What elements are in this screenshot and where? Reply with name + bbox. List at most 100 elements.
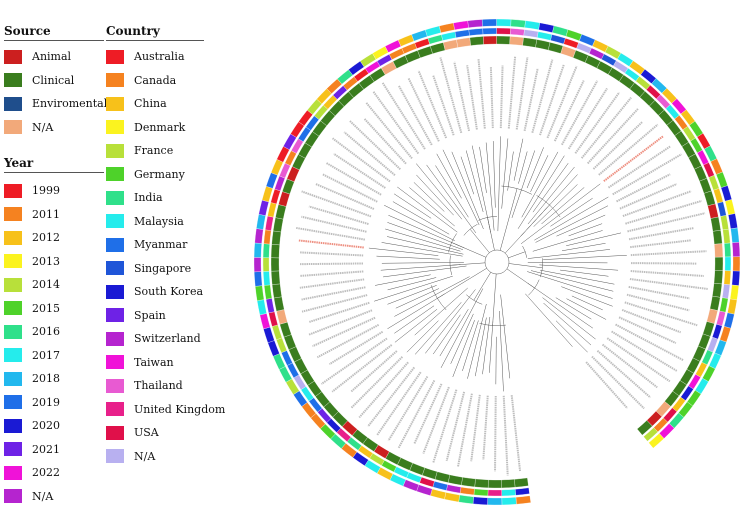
tip-branch — [416, 174, 454, 216]
tip-label-glyphs — [546, 65, 578, 139]
legend-swatch — [4, 230, 22, 245]
tip-branch — [375, 274, 431, 286]
legend-country-item: Germany — [106, 163, 225, 187]
source-ring-segment — [461, 477, 476, 488]
tip-branch — [542, 297, 596, 340]
tip-branch — [426, 164, 477, 234]
legend-label: France — [134, 144, 174, 158]
tip-label-glyphs — [489, 66, 494, 129]
tip-label-glyphs — [299, 278, 365, 289]
tip-branch — [380, 264, 461, 271]
tip-label-glyphs — [445, 391, 466, 462]
tip-label-glyphs — [591, 355, 645, 410]
legend-swatch — [106, 214, 124, 229]
legend-label: 1999 — [32, 184, 60, 198]
legend-swatch — [106, 96, 124, 111]
legend-swatch — [106, 167, 124, 182]
source-ring-segment — [275, 204, 287, 220]
country-ring-segment — [501, 489, 516, 497]
country-ring-segment — [719, 297, 729, 313]
internal-branch — [451, 242, 487, 258]
legend-label: 2011 — [32, 207, 60, 221]
source-ring-segment — [279, 321, 292, 338]
legend-swatch — [106, 284, 124, 299]
year-ring-segment — [524, 20, 541, 30]
tip-branch — [566, 298, 607, 320]
year-ring-segment — [552, 25, 569, 37]
tip-label-glyphs — [567, 87, 608, 150]
tip-branch — [392, 201, 450, 235]
tip-branch — [527, 249, 610, 259]
year-ring-segment — [728, 213, 738, 229]
legend-label: Canada — [134, 73, 177, 87]
tip-label-glyphs — [308, 205, 369, 225]
source-ring-segment — [706, 308, 718, 324]
country-ring-segment — [496, 27, 511, 35]
year-ring-segment — [719, 326, 731, 343]
tip-branch — [465, 150, 484, 213]
source-ring-segment — [713, 270, 723, 285]
year-ring-segment — [731, 270, 740, 286]
year-ring-segment — [254, 271, 263, 287]
tip-branch — [406, 320, 439, 353]
source-ring-segment — [712, 283, 723, 298]
year-ring-segment — [538, 22, 555, 33]
tip-label-glyphs — [397, 379, 436, 449]
legend-swatch — [106, 237, 124, 252]
internal-branch — [492, 273, 497, 326]
legend-label: 2012 — [32, 231, 60, 245]
legend-source-title: Source — [4, 24, 104, 41]
legend-country-item: France — [106, 139, 225, 163]
tip-label-glyphs — [300, 270, 364, 277]
legend-swatch — [4, 73, 22, 88]
legend-year-item: 2012 — [4, 226, 104, 250]
year-ring-segment — [255, 285, 265, 301]
tip-label-glyphs — [397, 84, 433, 146]
clade-arc — [463, 224, 478, 236]
tip-label-glyphs — [301, 190, 372, 218]
legend-swatch — [4, 348, 22, 363]
tip-label-glyphs — [320, 337, 388, 385]
source-ring-segment — [712, 230, 723, 245]
tip-branch — [533, 184, 578, 227]
tip-branch — [539, 264, 619, 271]
legend-label: N/A — [134, 449, 156, 463]
tip-label-glyphs — [376, 371, 422, 436]
tip-branch — [479, 146, 487, 193]
tip-branch — [540, 269, 615, 285]
tip-branch — [550, 197, 593, 227]
tip-branch — [439, 309, 469, 357]
legend-swatch — [106, 402, 124, 417]
tip-branch — [520, 183, 601, 244]
tip-branch — [511, 150, 535, 218]
tip-label-glyphs — [515, 57, 529, 130]
tip-branch — [451, 151, 484, 230]
tip-label-glyphs — [510, 395, 522, 472]
legend-country-title: Country — [106, 24, 204, 41]
year-ring-segment — [453, 20, 469, 31]
source-ring-segment — [709, 295, 721, 311]
year-ring-segment — [724, 199, 736, 216]
tip-label-glyphs — [466, 65, 478, 130]
year-ring-segment — [727, 298, 738, 315]
source-ring-segment — [447, 474, 463, 486]
legend-label: Denmark — [134, 120, 186, 134]
tip-label-glyphs — [622, 190, 692, 218]
source-ring-segment — [714, 243, 724, 258]
tip-branch — [530, 270, 614, 292]
tip-branch — [374, 275, 453, 302]
source-ring-segment — [501, 479, 516, 489]
source-ring-segment — [535, 39, 551, 51]
tip-label-glyphs — [630, 239, 692, 249]
legend-swatch — [4, 324, 22, 339]
country-ring-segment — [270, 188, 281, 205]
year-ring-segment — [467, 19, 483, 28]
tip-branch — [397, 186, 458, 233]
source-ring-segment — [270, 244, 280, 259]
legend-country-item: United Kingdom — [106, 398, 225, 422]
tip-branch — [561, 286, 613, 307]
tip-label-glyphs — [624, 301, 698, 327]
